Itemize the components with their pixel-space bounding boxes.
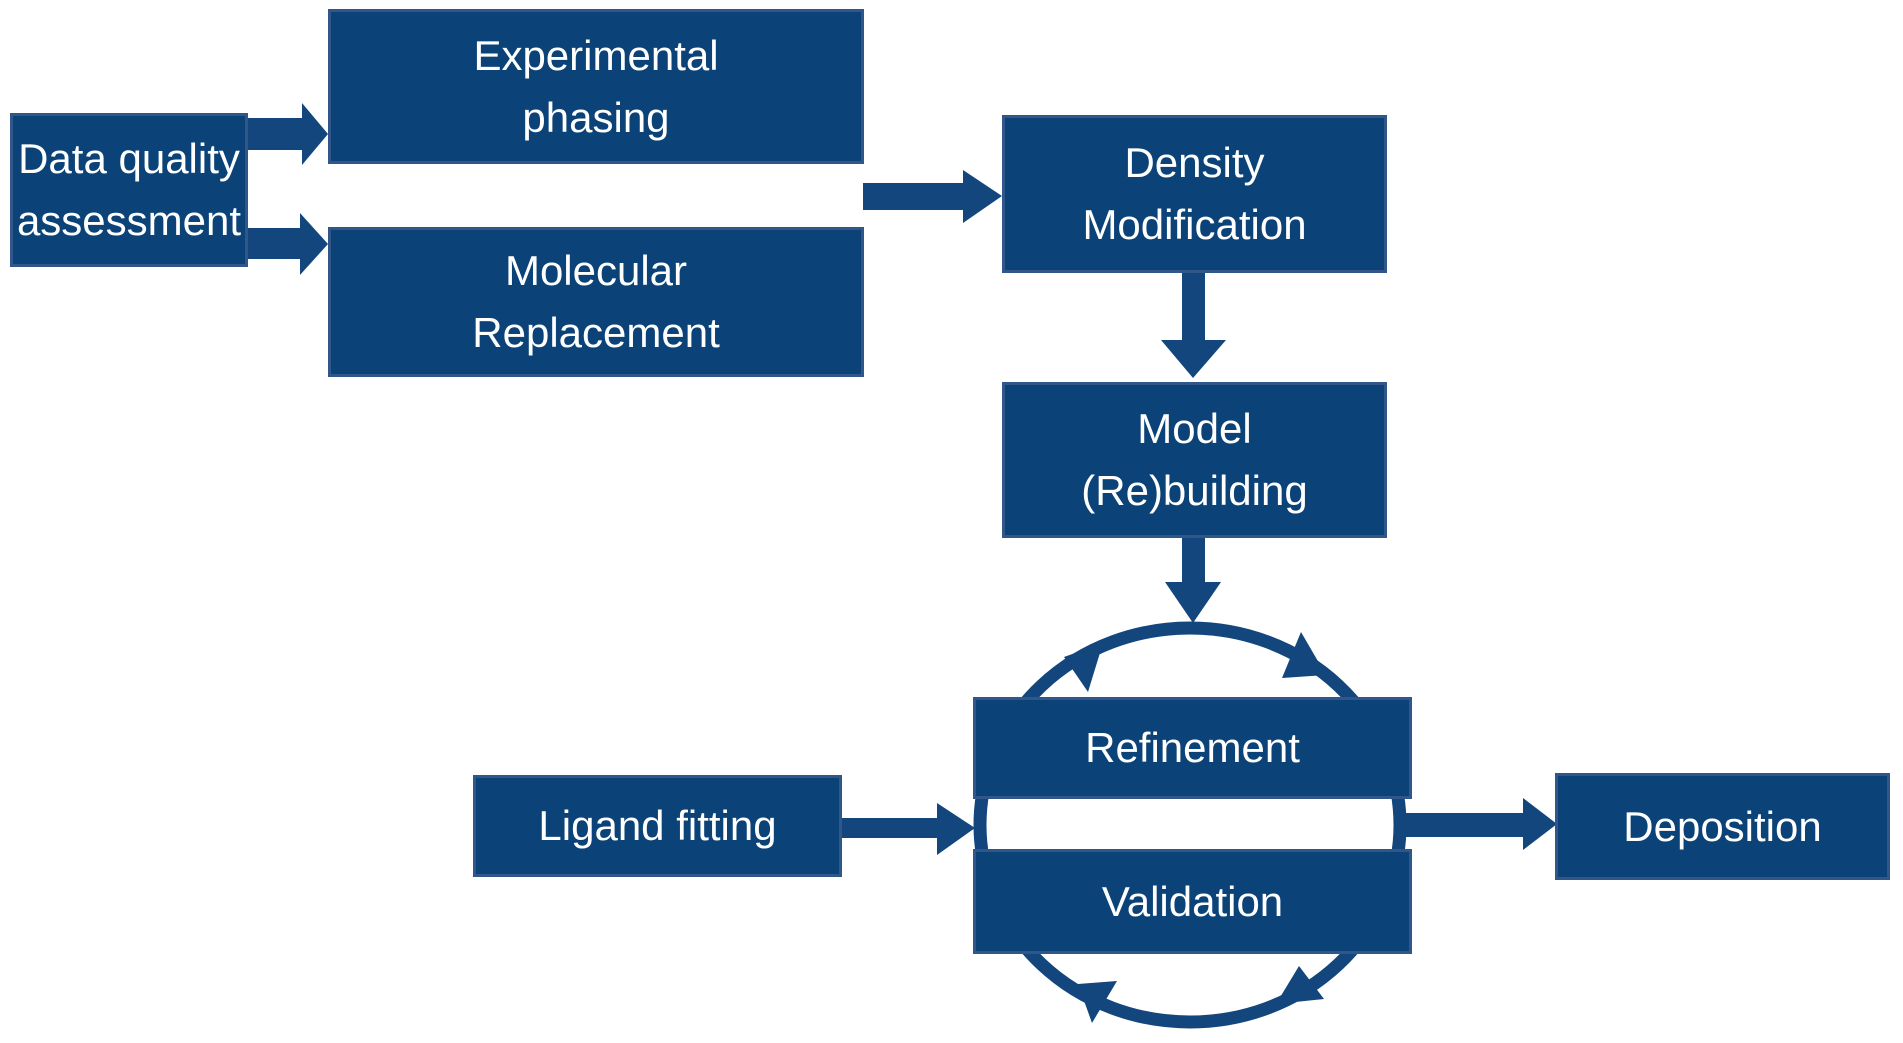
node-density-modification-label: Density Modification: [1082, 139, 1307, 248]
node-refinement-label: Refinement: [1085, 724, 1300, 771]
arrow-phasing-to-density-modification: [863, 170, 1002, 223]
cycle-arrowhead-upper-right-icon: [1282, 632, 1326, 678]
arrow-model-rebuilding-to-cycle: [1165, 538, 1221, 623]
node-density-modification: Density Modification: [1002, 115, 1387, 273]
node-ligand-fitting-label: Ligand fitting: [538, 802, 777, 849]
node-molecular-replacement-label: Molecular Replacement: [472, 247, 720, 356]
node-deposition: Deposition: [1555, 773, 1890, 880]
node-molecular-replacement: Molecular Replacement: [328, 227, 864, 377]
cycle-arrowhead-lower-left-icon: [1078, 981, 1117, 1023]
node-refinement: Refinement: [973, 697, 1412, 799]
arrow-density-modification-to-model-rebuilding: [1161, 273, 1226, 378]
node-model-rebuilding: Model (Re)building: [1002, 382, 1387, 538]
refinement-validation-cycle-arrow: [973, 621, 1407, 1029]
node-experimental-phasing: Experimental phasing: [328, 9, 864, 164]
node-validation-label: Validation: [1101, 877, 1284, 925]
arrow-cycle-to-deposition: [1402, 798, 1557, 850]
node-validation: Validation: [973, 849, 1412, 954]
node-deposition-label: Deposition: [1623, 802, 1822, 850]
cycle-arrowhead-upper-left-icon: [1064, 643, 1103, 692]
node-data-quality-assessment-label: Data quality assessment: [16, 135, 242, 244]
cycle-arrowhead-lower-right-icon: [1276, 966, 1324, 1004]
arrow-data-quality-to-molecular-replacement: [248, 213, 328, 275]
node-experimental-phasing-label: Experimental phasing: [473, 31, 719, 141]
node-ligand-fitting: Ligand fitting: [473, 775, 842, 877]
arrow-data-quality-to-experimental-phasing: [248, 103, 328, 165]
node-data-quality-assessment: Data quality assessment: [10, 113, 248, 267]
node-model-rebuilding-label: Model (Re)building: [1081, 405, 1308, 514]
arrow-ligand-fitting-to-cycle: [842, 803, 975, 855]
